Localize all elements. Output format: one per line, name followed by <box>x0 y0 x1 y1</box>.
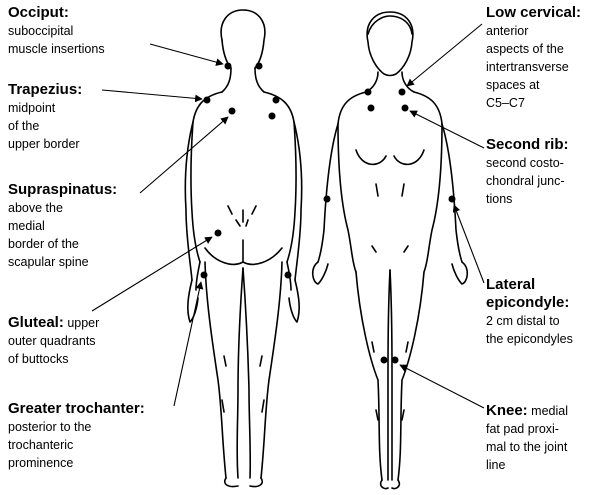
label-supraspinatus-head: Supraspinatus: <box>8 181 117 198</box>
front-view-figure <box>313 12 468 489</box>
leader-trapezius <box>102 90 202 99</box>
label-trapezius-line: midpoint <box>8 99 82 117</box>
label-occiput: Occiput: suboccipital muscle insertions <box>8 4 105 58</box>
label-knee-head: Knee: <box>486 402 528 419</box>
label-secondrib-head: Second rib: <box>486 136 569 153</box>
label-cervical: Low cervical: anterior aspects of the in… <box>486 4 581 112</box>
label-knee-inline: medial <box>531 404 568 418</box>
label-supraspinatus-line: medial <box>8 217 117 235</box>
dot-occiput-right <box>256 63 263 70</box>
label-gluteal-line: of buttocks <box>8 350 99 368</box>
label-trapezius-head: Trapezius: <box>8 81 82 98</box>
dot-knee-left <box>381 357 388 364</box>
label-cervical-line: aspects of the <box>486 40 581 58</box>
leader-supraspinatus <box>140 117 228 193</box>
label-gluteal-line: outer quadrants <box>8 332 99 350</box>
dot-cervical-right <box>399 89 406 96</box>
dot-secondrib-left <box>368 105 375 112</box>
label-supraspinatus-line: above the <box>8 199 117 217</box>
label-secondrib: Second rib: second costo- chondral junc-… <box>486 136 569 208</box>
label-secondrib-line: chondral junc- <box>486 172 569 190</box>
label-secondrib-line: second costo- <box>486 154 569 172</box>
label-supraspinatus: Supraspinatus: above the medial border o… <box>8 181 117 271</box>
dot-trapezius-right <box>273 97 280 104</box>
label-trapezius: Trapezius: midpoint of the upper border <box>8 81 82 153</box>
label-epicondyle-line: 2 cm distal to <box>486 312 573 330</box>
label-trochanter-line: trochanteric <box>8 436 145 454</box>
label-gluteal-head: Gluteal: <box>8 314 64 331</box>
back-view-figure <box>185 10 301 487</box>
leader-cervical <box>407 24 482 86</box>
dot-trochanter-left <box>201 272 208 279</box>
label-gluteal: Gluteal: upper outer quadrants of buttoc… <box>8 314 99 368</box>
dot-knee-right <box>392 357 399 364</box>
label-cervical-line: intertransverse <box>486 58 581 76</box>
label-knee: Knee: medial fat pad proxi- mal to the j… <box>486 402 568 474</box>
leader-knee <box>400 365 484 408</box>
label-supraspinatus-line: border of the <box>8 235 117 253</box>
label-gluteal-inline: upper <box>67 316 99 330</box>
label-epicondyle: Lateral epicondyle: 2 cm distal to the e… <box>486 276 573 348</box>
label-trapezius-line: of the <box>8 117 82 135</box>
dot-epicondyle-left <box>324 196 331 203</box>
label-trochanter: Greater trochanter: posterior to the tro… <box>8 400 145 472</box>
dot-cervical-left <box>365 89 372 96</box>
dot-supraspinatus-right <box>269 113 276 120</box>
label-cervical-line: anterior <box>486 22 581 40</box>
label-supraspinatus-line: scapular spine <box>8 253 117 271</box>
dot-supraspinatus-left <box>229 108 236 115</box>
label-cervical-line: C5–C7 <box>486 94 581 112</box>
leader-occiput <box>150 44 223 64</box>
dot-gluteal-left <box>215 230 222 237</box>
label-trochanter-line: posterior to the <box>8 418 145 436</box>
label-occiput-line: suboccipital <box>8 22 105 40</box>
label-epicondyle-head: Lateral <box>486 276 573 294</box>
label-epicondyle-line: the epicondyles <box>486 330 573 348</box>
label-occiput-line: muscle insertions <box>8 40 105 58</box>
label-knee-line: line <box>486 456 568 474</box>
dot-epicondyle-right <box>449 196 456 203</box>
label-cervical-line: spaces at <box>486 76 581 94</box>
label-knee-line: mal to the joint <box>486 438 568 456</box>
label-trapezius-line: upper border <box>8 135 82 153</box>
dot-secondrib-right <box>402 105 409 112</box>
dot-trochanter-right <box>285 272 292 279</box>
dot-trapezius-left <box>204 97 211 104</box>
label-epicondyle-head2: epicondyle: <box>486 294 573 312</box>
label-trochanter-head: Greater trochanter: <box>8 400 145 417</box>
label-knee-line: fat pad proxi- <box>486 420 568 438</box>
leader-lines <box>92 24 484 408</box>
label-trochanter-line: prominence <box>8 454 145 472</box>
label-occiput-head: Occiput: <box>8 4 69 21</box>
dot-occiput-left <box>225 63 232 70</box>
leader-trochanter <box>174 282 201 406</box>
label-secondrib-line: tions <box>486 190 569 208</box>
label-cervical-head: Low cervical: <box>486 4 581 21</box>
